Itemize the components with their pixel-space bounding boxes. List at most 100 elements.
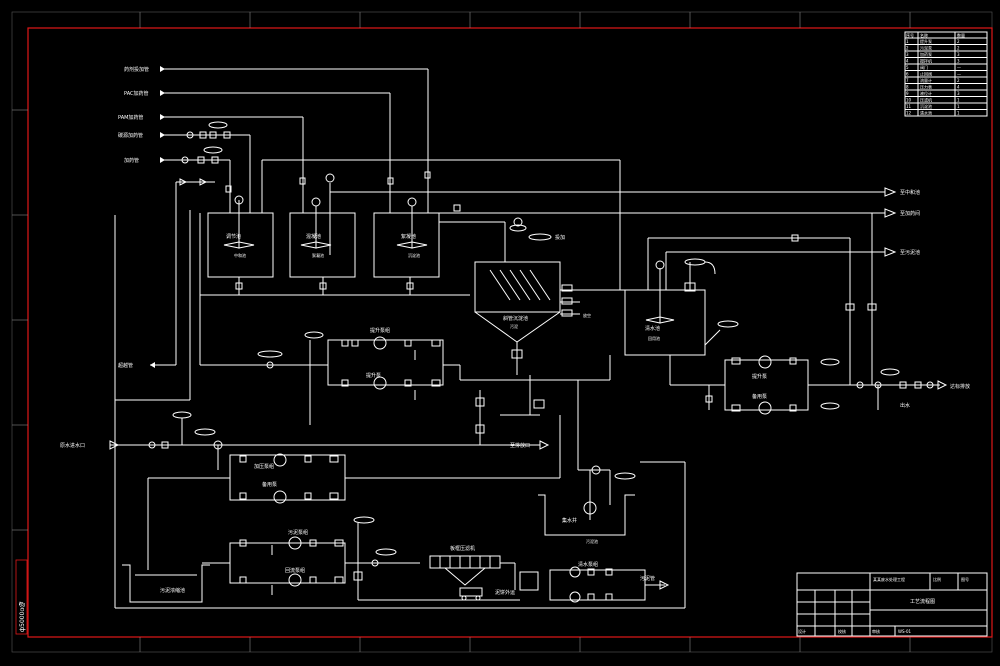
legend-cell: 12	[906, 111, 912, 116]
chemical-lines	[150, 68, 621, 366]
legend-cell: 11	[906, 104, 912, 109]
sump-name: 集水井	[562, 517, 577, 524]
legend-h-1: 序号	[906, 32, 914, 38]
legend-cell: 清水池	[920, 110, 932, 116]
dosing-label: 投加	[555, 234, 565, 241]
clean-tank-sub: 回用池	[648, 335, 660, 341]
tank-bottom-valves	[200, 204, 552, 296]
title-checker: 校核	[838, 628, 846, 634]
clarifier-sub: 污泥	[510, 323, 518, 329]
legend-cell: —	[957, 65, 961, 70]
legend-cell: 6	[906, 72, 909, 77]
legend-cell: 1	[957, 104, 960, 109]
title-approver: 审核	[872, 628, 880, 634]
clean-tank-name: 清水池	[645, 325, 660, 332]
filter-press	[429, 555, 539, 601]
side-stamp: ф5000ɑ@̿	[15, 559, 28, 635]
tank-1-name: 调节池	[226, 233, 241, 240]
legend-h-2: 名称	[920, 32, 928, 38]
sludge-line-label: 污泥管	[640, 575, 655, 582]
pump-main-label: 提升泵	[366, 372, 381, 379]
ext-label-3: 至污泥池	[900, 249, 920, 256]
legend-cell: 3	[957, 91, 960, 96]
legend-cell: 阀门	[920, 64, 928, 70]
legend-cell: 止回阀	[920, 71, 932, 77]
legend-cell: 7	[906, 78, 909, 83]
legend-cell: 5	[906, 65, 909, 70]
sludge-pit	[122, 564, 210, 603]
title-scale: 比例	[933, 576, 941, 582]
legend-cell: 3	[957, 59, 960, 64]
pump-group-1	[199, 213, 611, 425]
legend-cell: 8	[906, 85, 909, 90]
external-lines	[330, 187, 897, 385]
pump-group-4-label: 回流泵组	[285, 567, 305, 574]
outlet-sub-label: 出水	[900, 402, 910, 409]
sump-sub: 污泥池	[586, 538, 598, 544]
title-block: 某某废水处理工程 比例 图号 工艺流程图 设计 校核 审核 WS-01	[796, 572, 988, 637]
legend-cell: 流量计	[920, 77, 932, 83]
clean-tank	[580, 258, 739, 356]
legend-cell: 污泥泵	[920, 45, 932, 51]
tank-2-name: 混凝池	[306, 233, 321, 240]
legend-cell: 搅拌机	[920, 58, 932, 64]
inlet-label: 原水进水口	[60, 442, 85, 449]
legend-cell: 10	[906, 98, 912, 103]
chem-label-2: PAC加药管	[124, 90, 149, 97]
tank-3-name: 絮凝池	[401, 233, 416, 240]
outlet-pump-group	[669, 355, 948, 415]
legend-cell: 压力表	[920, 84, 932, 90]
pump-group-5-label: 清水泵组	[578, 561, 598, 568]
title-designer: 设计	[798, 628, 806, 634]
title-project: 某某废水处理工程	[873, 576, 905, 582]
chemical-arrows	[150, 66, 165, 368]
side-stamp-text: ф5000ɑ@̿	[19, 601, 26, 632]
legend-cell: 压滤机	[920, 97, 932, 103]
ext-label-2: 至加药间	[900, 210, 920, 217]
tank-3-sub: 沉淀池	[408, 252, 420, 258]
clarifier-name: 斜管沉淀池	[503, 315, 528, 322]
sump	[115, 380, 686, 609]
pump-standby-label: 备用泵	[262, 481, 277, 488]
filter-press-label: 板框压滤机	[450, 545, 475, 552]
chem-label-3: PAM加药管	[118, 114, 143, 121]
legend-cell: 1	[906, 39, 909, 44]
dosing-valves	[179, 121, 431, 207]
legend-cell: 2	[957, 39, 960, 44]
bypass-label: 超越管	[118, 362, 133, 369]
pump-group-5	[549, 566, 670, 603]
legend-cell: 提升泵	[920, 38, 932, 44]
legend-cell: 2	[957, 46, 960, 51]
border-ticks	[12, 12, 911, 652]
ext-label-1: 至中和池	[900, 189, 920, 196]
chem-label-4: 碳源加药管	[118, 132, 143, 139]
legend-h-3: 数量	[957, 32, 965, 38]
outlet-label: 达标排放	[950, 383, 970, 390]
sheet-border	[11, 11, 993, 653]
sludge-pit-label: 污泥浓缩池	[160, 587, 185, 594]
legend-cell: 3	[957, 52, 960, 57]
tank-1-sub: 中和池	[234, 252, 246, 258]
tank-2-sub: 絮凝池	[312, 252, 324, 258]
legend-cell: 加药泵	[920, 51, 932, 57]
legend-cell: 2	[906, 46, 909, 51]
chem-label-5: 加药管	[124, 157, 139, 164]
title-number: WS-01	[898, 629, 911, 634]
legend-cell: 4	[906, 59, 909, 64]
legend-cell: 3	[906, 52, 909, 57]
legend-cell: —	[957, 72, 961, 77]
pump-group-3	[202, 516, 520, 601]
clarifier	[474, 261, 580, 375]
to-outlet-label: 至排放口	[510, 442, 530, 449]
chem-label-1: 药剂投加管	[124, 66, 149, 73]
title-drawing-name: 工艺流程图	[910, 598, 935, 605]
drain-label: 放空	[583, 312, 591, 318]
legend-cell: 1	[957, 98, 960, 103]
pump-group-2	[147, 445, 561, 570]
pump-group-1-label: 提升泵组	[370, 327, 390, 334]
pump-group-2-label: 加压泵组	[254, 463, 274, 470]
legend-cell: 沉淀池	[920, 103, 932, 109]
